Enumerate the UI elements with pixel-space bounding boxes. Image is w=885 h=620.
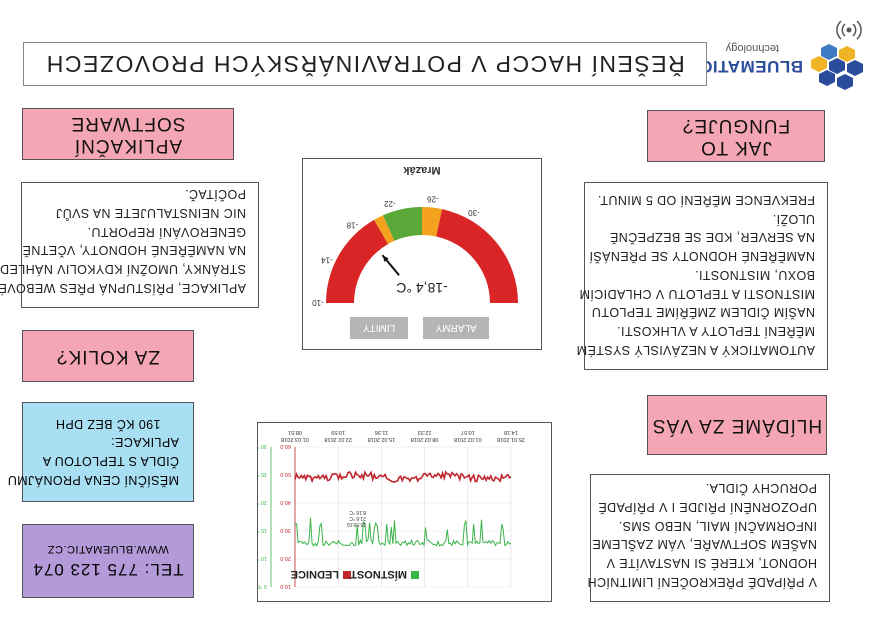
chart-x-tick-label: 15.02.2018 [368, 436, 396, 442]
alarms-button[interactable]: ALARMY [423, 317, 489, 339]
gauge-zone-high [326, 219, 388, 303]
chart-y-tick-label-right: 40.0 [280, 499, 291, 505]
chart-y-tick-label-left: 0 °C [258, 583, 267, 589]
chart-x-tick-label: 10:59 [331, 429, 345, 435]
gauge-panel: Mrazák -30 -26 -22 -18 -14 -10 -18,4 °C LIMIT… [302, 158, 542, 350]
gauge-tick-label: -26 [427, 195, 439, 204]
gauge-zone-warn-high [374, 215, 395, 245]
chart-y-tick-label-left: 20 °C [258, 499, 267, 505]
price-amount: 190 Kč bez DPH [55, 416, 161, 431]
chart-y-tick-label-right: 30.0 [280, 527, 291, 533]
chart-x-tick-label: 11:36 [375, 429, 388, 435]
chart-series-lednice [294, 470, 512, 484]
chart-x-tick-label: 08.02.2018 [411, 436, 439, 442]
section-text-how: Automatický a nezávislý systém měření te… [576, 182, 828, 370]
gauge-needle-head [382, 255, 389, 262]
gauge-tick-label: -18 [346, 221, 358, 230]
section-heading-software: Aplikační software [22, 108, 234, 160]
chart-x-tick-label: 22.02.2018 [324, 436, 352, 442]
chart-y-tick-label-left: 15 °C [258, 527, 267, 533]
chart-annotation: 15:55:01 [346, 521, 366, 527]
section-text-watch: V případě překročení limitních hodnot, k… [587, 474, 830, 602]
legend-label-mistnost: Místnost [350, 568, 407, 581]
contact-web: www.bluematic.cz [47, 543, 169, 555]
logo: BLUEMATIC technology [700, 20, 863, 92]
chart-x-tick-label: 12:33 [418, 429, 432, 435]
chart-annotation: 8.16 °C [349, 509, 366, 515]
chart-annotations: 15:55:01 21.6 °C 8.16 °C [346, 509, 366, 527]
gauge: Mrazák -30 -26 -22 -18 -14 -10 -18,4 °C [312, 164, 518, 307]
legend-swatch-mistnost [411, 571, 419, 579]
chart-y-tick-label-left: 10 °C [258, 555, 267, 561]
page-title-text: Řešení HACCP v potravinářských provozech [45, 51, 685, 78]
limits-button[interactable]: LIMITY [350, 317, 408, 339]
gauge-title: Mrazák [402, 164, 440, 176]
section-heading-how: Jak to funguje? [647, 110, 825, 162]
section-heading-watch: Hlídáme za Vás [647, 395, 827, 455]
chart-x-tick-label: 01.03.2018 [281, 436, 309, 442]
logo-brand: BLUEMATIC [699, 57, 803, 76]
gauge-tick-label: -14 [321, 256, 333, 265]
section-text-software: Aplikace, přístupná přes webové stránky,… [0, 182, 259, 308]
gauge-zone-warn-low [422, 207, 442, 237]
chart-x-tick-label: 08:51 [288, 429, 302, 435]
logo-sub: technology [725, 42, 779, 54]
gauge-value: -18,4 °C [396, 280, 448, 296]
legend-swatch-lednice [343, 571, 351, 579]
section-text-price: Měsíční cena pronájmu čidla s teplotou a… [7, 402, 194, 502]
chart-y-tick-label-left: 25 °C [258, 471, 267, 477]
chart-y-tick-label-right: 20.0 [280, 555, 291, 561]
contact-box: tel: 775 123 074 www.bluematic.cz [22, 524, 194, 598]
section-heading-price: Za kolik? [22, 330, 194, 382]
chart-x-tick-label: 14:18 [504, 429, 518, 435]
gauge-tick-label: -22 [384, 199, 396, 208]
page-title: Řešení HACCP v potravinářských provozech [23, 42, 707, 86]
chart-annotation: 21.6 °C [349, 515, 366, 521]
legend-label-lednice: Lednice [291, 568, 339, 580]
chart-series-mistnost [294, 517, 512, 547]
contact-phone: tel: 775 123 074 [32, 560, 184, 579]
gauge-tick-label: -10 [312, 298, 324, 307]
chart-y-tick-label-left: 30 °C [258, 443, 267, 449]
gauge-tick-label: -30 [468, 208, 480, 217]
logo-mark-icon [811, 20, 863, 90]
chart-x-tick-label: 25.01.2018 [497, 436, 525, 442]
chart-y-tick-label-right: 60.0 [280, 443, 291, 449]
chart-x-tick-label: 10:57 [461, 429, 475, 435]
chart-x-tick-label: 01.02.2018 [454, 436, 482, 442]
chart-y-tick-label-right: 10.0 [280, 583, 291, 589]
gauge-zone-ok [382, 207, 422, 241]
gauge-zone-low [436, 209, 518, 303]
chart-y-tick-label-right: 50.0 [280, 471, 291, 477]
